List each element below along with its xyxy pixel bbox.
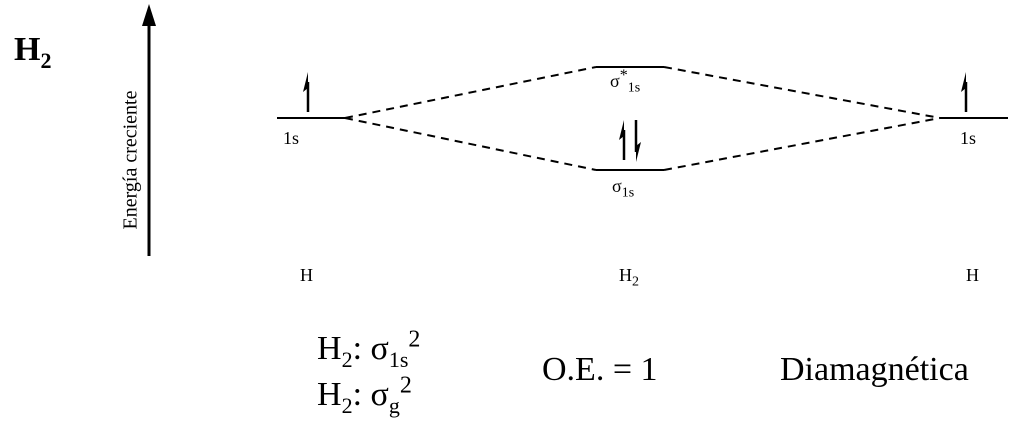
energy-axis-label: Energía creciente [119,90,142,230]
correlation-right-antibonding [663,66,941,119]
configuration-line-1: H2: σ1s2 [317,326,421,372]
right-atom-label: H [966,265,979,285]
left-electron-up-arrow [303,72,310,112]
bonding-electron-up-arrow [619,120,626,160]
correlation-left-bonding [344,117,597,171]
molecule-title: H2 [14,31,52,73]
right-1s-label: 1s [960,128,977,148]
correlation-left-antibonding [344,66,597,119]
correlation-right-bonding [663,117,941,171]
magnetism-text: Diamagnética [780,351,969,388]
right-electron-up-arrow [961,72,968,112]
bond-order-text: O.E. = 1 [542,351,658,388]
molecule-label: H2 [619,265,639,290]
left-atom-label: H [300,265,313,285]
antibonding-label: σ*1s [610,67,641,96]
configuration-line-2: H2: σg2 [317,372,412,418]
bonding-label: σ1s [612,176,635,201]
left-1s-label: 1s [283,128,300,148]
energy-axis-arrowhead [142,4,156,26]
bonding-electron-down-arrow [634,120,641,162]
